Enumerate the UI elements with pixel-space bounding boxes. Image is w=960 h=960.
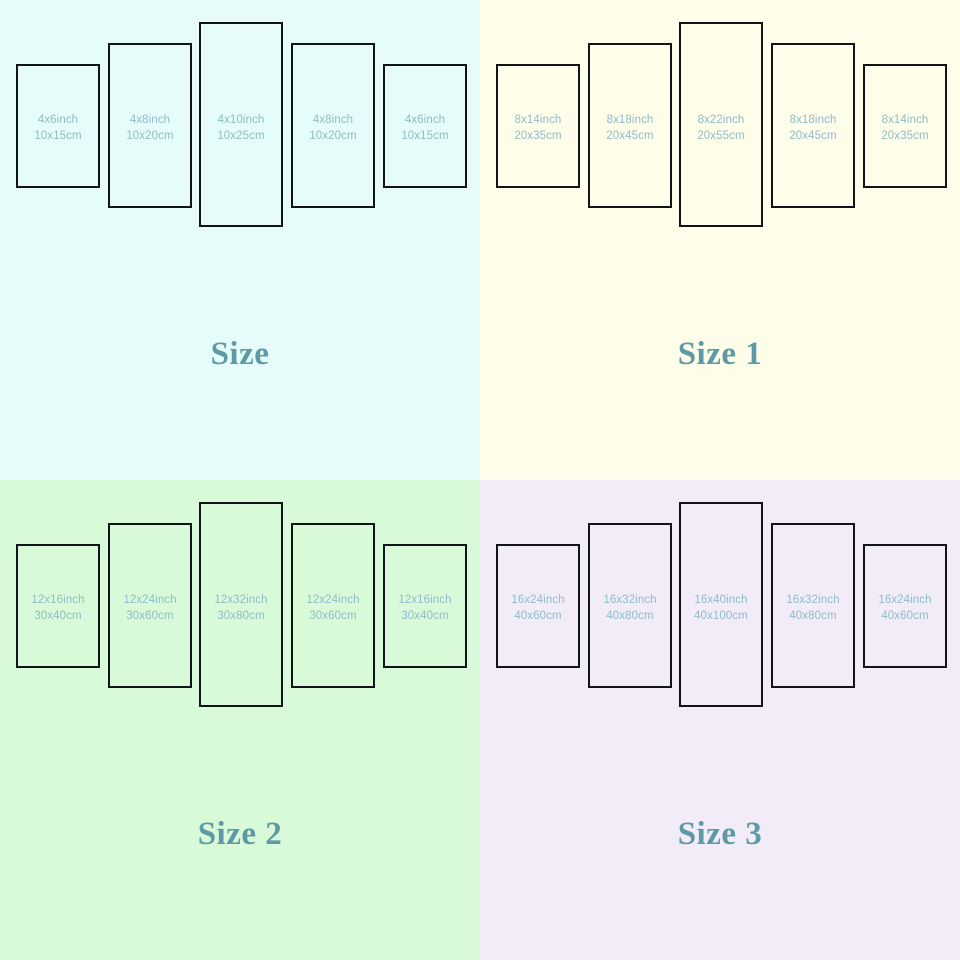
canvas-panel[interactable]: 12x16inch 30x40cm: [16, 544, 100, 668]
panel-size-centimetres: 30x40cm: [401, 610, 449, 623]
panel-size-centimetres: 20x55cm: [697, 130, 745, 143]
panel-dimension-label: 12x16inch 30x40cm: [385, 592, 465, 625]
panel-size-centimetres: 20x35cm: [881, 130, 929, 143]
panel-size-inches: 8x22inch: [697, 114, 745, 126]
panel-dimension-label: 16x32inch 40x80cm: [773, 592, 853, 625]
panel-size-inches: 16x24inch: [878, 594, 932, 606]
panel-size-inches: 8x18inch: [606, 114, 654, 126]
panel-dimension-label: 12x24inch 30x60cm: [293, 592, 373, 625]
canvas-panel[interactable]: 16x40inch 40x100cm: [679, 502, 763, 707]
panel-size-centimetres: 30x60cm: [126, 610, 174, 623]
panel-size-centimetres: 30x60cm: [309, 610, 357, 623]
canvas-panel[interactable]: 16x24inch 40x60cm: [496, 544, 580, 668]
panel-size-inches: 8x14inch: [514, 114, 562, 126]
panel-size-centimetres: 40x60cm: [514, 610, 562, 623]
panel-size-centimetres: 20x45cm: [606, 130, 654, 143]
panel-dimension-label: 8x18inch 20x45cm: [773, 112, 853, 145]
panel-size-centimetres: 30x80cm: [217, 610, 265, 623]
canvas-panel[interactable]: 8x18inch 20x45cm: [771, 43, 855, 208]
panel-dimension-label: 4x10inch 10x25cm: [201, 112, 281, 145]
size-variant-title: Size 1: [677, 336, 763, 372]
canvas-panel[interactable]: 4x8inch 10x20cm: [291, 43, 375, 208]
panel-size-inches: 16x40inch: [694, 594, 748, 606]
panel-dimension-label: 12x24inch 30x60cm: [110, 592, 190, 625]
canvas-panel[interactable]: 16x32inch 40x80cm: [771, 523, 855, 688]
panel-dimension-label: 16x40inch 40x100cm: [681, 592, 761, 625]
panel-size-inches: 4x10inch: [217, 114, 265, 126]
panel-size-centimetres: 40x80cm: [789, 610, 837, 623]
panel-size-inches: 8x18inch: [789, 114, 837, 126]
size-variant-title: Size: [210, 336, 270, 372]
panel-dimension-label: 4x6inch 10x15cm: [385, 112, 465, 145]
panel-size-inches: 4x8inch: [129, 114, 171, 126]
canvas-panel[interactable]: 4x6inch 10x15cm: [16, 64, 100, 188]
panel-arrangement: 12x16inch 30x40cm 12x24inch 30x60cm 12x32inc…: [0, 480, 480, 810]
panel-size-centimetres: 40x100cm: [694, 610, 748, 623]
panel-size-centimetres: 30x40cm: [34, 610, 82, 623]
size-variant-panel-3[interactable]: 16x24inch 40x60cm 16x32inch 40x80cm 16x40inc…: [480, 480, 960, 960]
size-variant-panel-0[interactable]: 4x6inch 10x15cm 4x8inch 10x20cm 4x10inch 10x2…: [0, 0, 480, 480]
panel-size-inches: 12x24inch: [306, 594, 360, 606]
panel-size-inches: 12x32inch: [214, 594, 268, 606]
panel-dimension-label: 16x24inch 40x60cm: [865, 592, 945, 625]
panel-dimension-label: 8x14inch 20x35cm: [498, 112, 578, 145]
panel-size-centimetres: 10x15cm: [34, 130, 82, 143]
panel-arrangement: 16x24inch 40x60cm 16x32inch 40x80cm 16x40inc…: [480, 480, 960, 810]
canvas-panel[interactable]: 8x22inch 20x55cm: [679, 22, 763, 227]
size-variant-title: Size 3: [677, 816, 763, 852]
size-variant-panel-1[interactable]: 8x14inch 20x35cm 8x18inch 20x45cm 8x22inch 20…: [480, 0, 960, 480]
canvas-panel[interactable]: 4x10inch 10x25cm: [199, 22, 283, 227]
panel-size-centimetres: 20x45cm: [789, 130, 837, 143]
panel-arrangement: 8x14inch 20x35cm 8x18inch 20x45cm 8x22inch 20…: [480, 0, 960, 330]
canvas-panel[interactable]: 12x24inch 30x60cm: [291, 523, 375, 688]
canvas-panel[interactable]: 12x24inch 30x60cm: [108, 523, 192, 688]
panel-size-inches: 16x24inch: [511, 594, 565, 606]
panel-dimension-label: 4x6inch 10x15cm: [18, 112, 98, 145]
panel-size-centimetres: 40x60cm: [881, 610, 929, 623]
panel-dimension-label: 8x22inch 20x55cm: [681, 112, 761, 145]
canvas-panel[interactable]: 16x32inch 40x80cm: [588, 523, 672, 688]
size-variant-title: Size 2: [197, 816, 283, 852]
panel-size-centimetres: 10x20cm: [126, 130, 174, 143]
canvas-panel[interactable]: 8x14inch 20x35cm: [496, 64, 580, 188]
panel-size-inches: 16x32inch: [786, 594, 840, 606]
panel-size-inches: 12x16inch: [31, 594, 85, 606]
canvas-panel[interactable]: 4x8inch 10x20cm: [108, 43, 192, 208]
panel-dimension-label: 4x8inch 10x20cm: [293, 112, 373, 145]
panel-size-inches: 12x24inch: [123, 594, 177, 606]
panel-size-inches: 12x16inch: [398, 594, 452, 606]
panel-dimension-label: 12x32inch 30x80cm: [201, 592, 281, 625]
panel-size-inches: 4x6inch: [404, 114, 446, 126]
panel-dimension-label: 8x18inch 20x45cm: [590, 112, 670, 145]
canvas-panel[interactable]: 8x18inch 20x45cm: [588, 43, 672, 208]
panel-dimension-label: 16x24inch 40x60cm: [498, 592, 578, 625]
panel-dimension-label: 12x16inch 30x40cm: [18, 592, 98, 625]
panel-size-centimetres: 10x15cm: [401, 130, 449, 143]
size-variant-panel-2[interactable]: 12x16inch 30x40cm 12x24inch 30x60cm 12x32inc…: [0, 480, 480, 960]
panel-size-inches: 16x32inch: [603, 594, 657, 606]
canvas-panel[interactable]: 8x14inch 20x35cm: [863, 64, 947, 188]
panel-size-inches: 8x14inch: [881, 114, 929, 126]
panel-dimension-label: 8x14inch 20x35cm: [865, 112, 945, 145]
panel-arrangement: 4x6inch 10x15cm 4x8inch 10x20cm 4x10inch 10x2…: [0, 0, 480, 330]
canvas-panel[interactable]: 12x32inch 30x80cm: [199, 502, 283, 707]
panel-size-centimetres: 10x20cm: [309, 130, 357, 143]
canvas-panel[interactable]: 12x16inch 30x40cm: [383, 544, 467, 668]
panel-dimension-label: 4x8inch 10x20cm: [110, 112, 190, 145]
panel-size-centimetres: 20x35cm: [514, 130, 562, 143]
panel-size-inches: 4x8inch: [312, 114, 354, 126]
panel-dimension-label: 16x32inch 40x80cm: [590, 592, 670, 625]
canvas-panel[interactable]: 4x6inch 10x15cm: [383, 64, 467, 188]
panel-size-inches: 4x6inch: [37, 114, 79, 126]
canvas-panel[interactable]: 16x24inch 40x60cm: [863, 544, 947, 668]
panel-size-centimetres: 10x25cm: [217, 130, 265, 143]
panel-size-centimetres: 40x80cm: [606, 610, 654, 623]
